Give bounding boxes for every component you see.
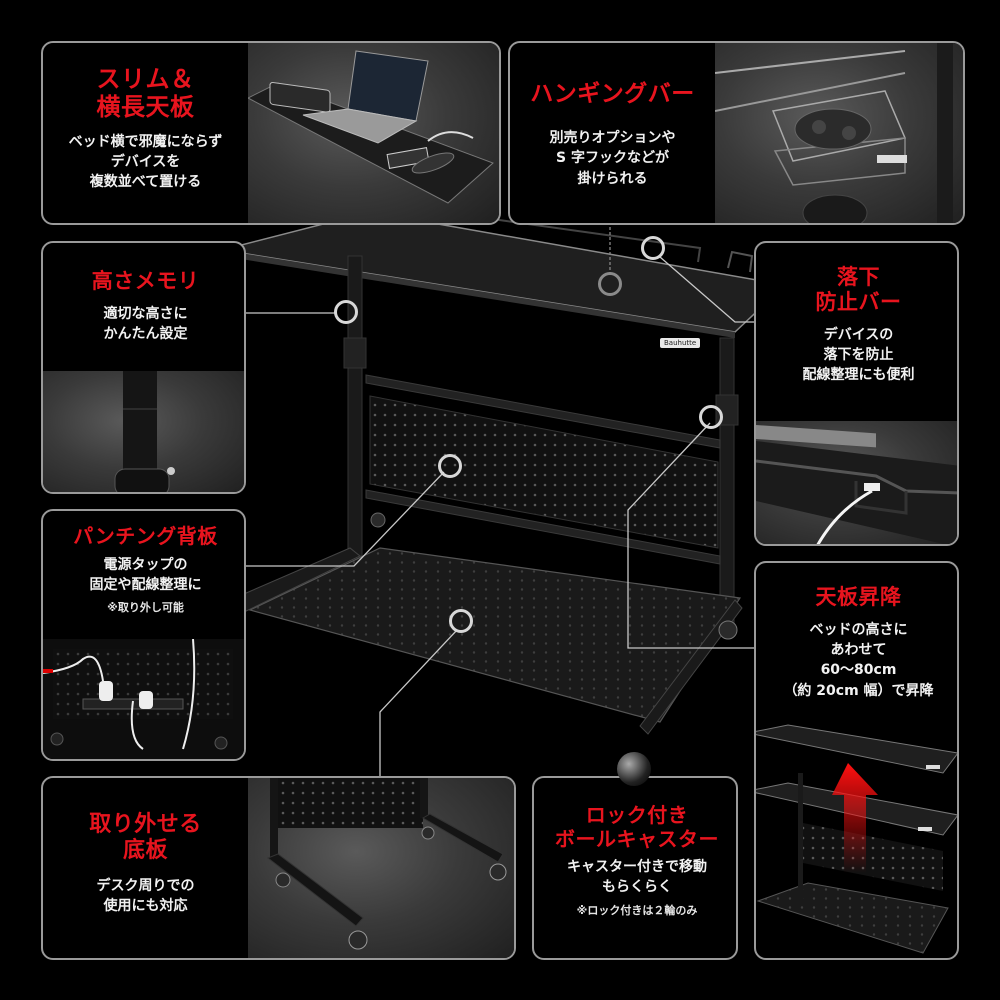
feature-title: ボールキャスター bbox=[555, 826, 719, 851]
feature-title: 横長天板 bbox=[96, 93, 195, 122]
callout-marker-height-memory bbox=[334, 300, 358, 324]
caster-ball-icon bbox=[617, 752, 651, 786]
feature-title: 取り外せる bbox=[89, 812, 202, 837]
feature-title: 落下 bbox=[837, 265, 880, 289]
photo-power-strip-on-panel bbox=[43, 639, 244, 759]
feature-desc: S 字フックなどが bbox=[556, 150, 669, 167]
photo-desk-top-with-devices bbox=[248, 43, 499, 223]
feature-desc: 掛けられる bbox=[577, 170, 648, 187]
brand-label: Bauhutte bbox=[660, 338, 701, 348]
feature-desc: （約 20cm 幅）で昇降 bbox=[783, 682, 934, 699]
feature-title: 防止バー bbox=[815, 289, 902, 314]
feature-panel-locking-ball-casters: ロック付き ボールキャスター キャスター付きで移動 もらくらく ※ロック付きは２… bbox=[532, 776, 738, 960]
feature-title: 天板昇降 bbox=[815, 585, 902, 609]
feature-desc: デバイスを bbox=[110, 153, 181, 170]
photo-desk-raise-lower bbox=[756, 723, 957, 958]
feature-desc: キャスター付きで移動 bbox=[567, 859, 707, 876]
feature-panel-hanging-bar: ハンギングバー 別売りオプションや S 字フックなどが 掛けられる bbox=[508, 41, 965, 225]
raise-arrow-icon bbox=[832, 763, 878, 873]
feature-desc: 配線整理にも便利 bbox=[802, 367, 915, 384]
feature-desc: もらくらく bbox=[602, 879, 672, 896]
feature-desc: 60～80cm bbox=[820, 662, 897, 679]
feature-title: スリム＆ bbox=[96, 65, 195, 93]
feature-title: 高さメモリ bbox=[91, 269, 200, 293]
feature-desc: 複数並べて置ける bbox=[89, 174, 202, 191]
feature-desc: 電源タップの bbox=[103, 556, 188, 573]
feature-panel-removable-bottom-board: 取り外せる 底板 デスク周りでの 使用にも対応 bbox=[41, 776, 516, 960]
feature-desc: デスク周りでの bbox=[96, 877, 195, 894]
feature-panel-top-height-adjust: 天板昇降 ベッドの高さに あわせて 60～80cm （約 20cm 幅）で昇降 bbox=[754, 561, 959, 960]
photo-anti-drop-bar-with-cable bbox=[756, 421, 957, 544]
feature-panel-anti-drop-bar: 落下 防止バー デバイスの 落下を防止 配線整理にも便利 bbox=[754, 241, 959, 546]
callout-marker-hanging-bar bbox=[598, 272, 622, 296]
feature-desc: ベッド横で邪魔にならず bbox=[68, 133, 223, 150]
callout-marker-back-panel bbox=[438, 454, 462, 478]
callout-marker-top-height-adjust bbox=[699, 405, 723, 429]
feature-panel-slim-wide-top: スリム＆ 横長天板 ベッド横で邪魔にならず デバイスを 複数並べて置ける bbox=[41, 41, 501, 225]
feature-desc: ベッドの高さに bbox=[809, 621, 908, 638]
feature-desc: かんたん設定 bbox=[103, 326, 188, 343]
photo-height-pole bbox=[43, 371, 244, 492]
feature-panel-height-memory: 高さメモリ 適切な高さに かんたん設定 bbox=[41, 241, 246, 494]
feature-panel-punching-back-panel: パンチング背板 電源タップの 固定や配線整理に ※取り外し可能 bbox=[41, 509, 246, 761]
feature-title: ロック付き bbox=[585, 803, 689, 827]
feature-desc: 適切な高さに bbox=[103, 305, 188, 322]
callout-marker-anti-drop-bar bbox=[641, 236, 665, 260]
feature-desc: 落下を防止 bbox=[823, 346, 894, 363]
feature-desc: 固定や配線整理に bbox=[89, 576, 202, 593]
feature-desc: 使用にも対応 bbox=[103, 898, 188, 915]
feature-title: 底板 bbox=[122, 837, 168, 863]
feature-note: ※ロック付きは２輪のみ bbox=[576, 903, 698, 917]
feature-title: ハンギングバー bbox=[530, 81, 695, 107]
callout-marker-bottom-board bbox=[449, 609, 473, 633]
feature-desc: 別売りオプションや bbox=[549, 130, 676, 147]
feature-title: パンチング背板 bbox=[73, 524, 218, 548]
photo-basket-with-controller bbox=[715, 43, 963, 223]
feature-desc: あわせて bbox=[830, 642, 887, 659]
photo-frame-base-casters bbox=[248, 778, 514, 958]
feature-desc: デバイスの bbox=[823, 326, 894, 343]
feature-note: ※取り外し可能 bbox=[107, 601, 184, 615]
